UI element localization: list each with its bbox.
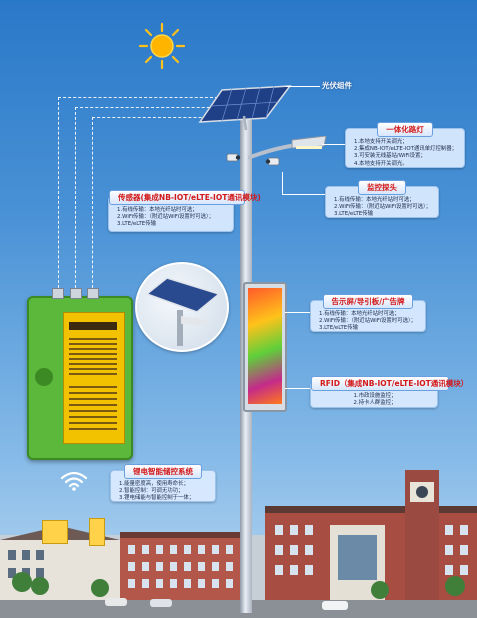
callout-title: 传感器(集成NB-IOT/eLTE-IOT通讯模块) [109,190,261,205]
callout-line: 3.LTE/eLTE传输 [117,221,156,228]
solar-panel-icon [198,85,292,130]
callout-battery: 锂电智能储控系统 1.能量密度高，使用寿命长； 2.智能控制：可调无功功； 3.… [110,464,216,502]
callout-line: 3.LTE/eLTE传输 [319,325,358,332]
callout-rfid: RFID（集成NB-IOT/eLTE-IOT通讯模块） 1.市政设施监控； 2.… [310,376,468,408]
street-lamp-icon [248,136,327,160]
battery-terminal [87,288,99,299]
callout-camera: 监控探头 1.有线传输：本地光纤站时可选； 2.WiFi传输：（附近站WiFi设… [325,180,439,218]
callout-title: 告示屏/导引板/广告牌 [322,294,414,309]
callout-line: 1.有线传输：本地光纤站时可选； [334,197,415,203]
callout-line: 2.智能控制：可调无功功； [119,488,184,495]
leader-line [286,86,320,87]
callout-line: 1.市政设施监控； [353,393,397,399]
battery-box-icon [27,296,133,460]
callout-line: 2.持卡人群监控； [353,400,397,407]
leader-line [282,194,325,195]
callout-line: 3.LTE/eLTE传输 [334,211,373,218]
battery-terminal [70,288,82,299]
leader-line [285,312,310,313]
callout-line: 1.能量密度高，使用寿命长； [119,481,189,487]
callout-line: 3.可安装无线基站/WiFi设置； [354,153,426,160]
wire-line [92,117,95,293]
callout-title: RFID（集成NB-IOT/eLTE-IOT通讯模块） [311,376,468,391]
billboard [42,520,68,544]
building-icon [0,470,477,618]
led-screen-icon [243,282,287,412]
camera-icon [226,153,241,162]
callout-line: 2.WiFi传输：（附近站WiFi设置时可选）； [334,204,432,211]
callout-line: 2.WiFi传输：（附近站WiFi设置时可选）； [117,214,215,221]
callout-line: 1.本地支持开关调光； [354,139,408,145]
wire-line [58,97,218,100]
callout-title: 监控探头 [358,180,406,195]
camera-icon [265,157,280,166]
callout-screen: 告示屏/导引板/广告牌 1.有线传输：本地光纤站时可选； 2.WiFi传输：（附… [310,294,426,332]
wifi-icon [60,471,88,491]
wire-line [75,107,225,110]
wire-line [92,117,232,120]
battery-terminal [52,288,64,299]
callout-line: 1.有线传输：本地光纤站时可选； [319,311,400,317]
detail-zoom [135,262,229,352]
callout-line: 1.有线传输：本地光纤站时可选； [117,207,198,213]
callout-line: 2.WiFi传输：（附近站WiFi设置时可选）； [319,318,417,325]
leader-line [282,172,283,194]
wire-line [75,107,78,293]
callout-line: 2.集成NB-IOT/eLTE-IOT通讯单灯控制器； [354,146,458,153]
callout-integrated-lamp: 一体化路灯 1.本地支持开关调光； 2.集成NB-IOT/eLTE-IOT通讯单… [345,122,465,168]
wire-line [58,97,61,293]
billboard [89,518,105,546]
callout-sensor: 传感器(集成NB-IOT/eLTE-IOT通讯模块) 1.有线传输：本地光纤站时… [108,190,261,232]
leader-line [322,144,345,145]
callout-line: 3.锂电储能与智能控制于一体； [119,495,195,502]
callout-title: 锂电智能储控系统 [124,464,202,479]
solar-panel-label: 光伏组件 [322,81,352,90]
callout-title: 一体化路灯 [377,122,433,137]
callout-line: 4.本地支持开关调光。 [354,160,408,167]
sun-icon [138,22,186,70]
leader-line [285,388,310,389]
